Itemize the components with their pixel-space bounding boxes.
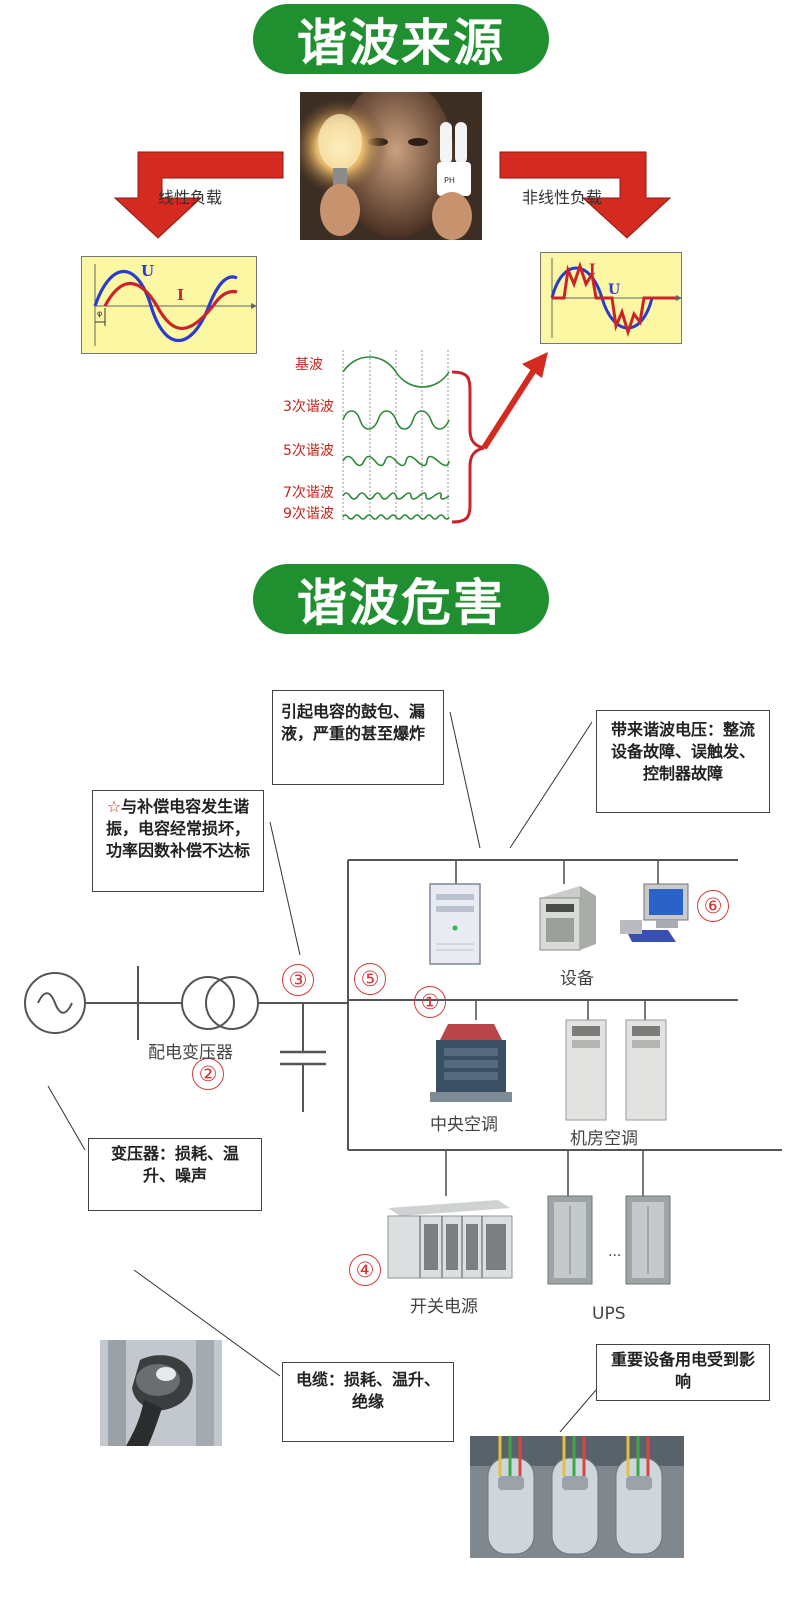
linear-waveform-chart: φ: [93, 264, 257, 346]
title-harmonic-hazards: 谐波危害: [253, 564, 549, 634]
desktop-computer-icon: [620, 883, 689, 942]
room-ac-label: 机房空调: [570, 1129, 638, 1149]
harmonic-label-9th: 9次谐波: [283, 506, 334, 522]
title-harmonic-source: 谐波来源: [253, 4, 549, 74]
equipment-label: 设备: [560, 969, 594, 989]
right-arrow: [499, 151, 672, 239]
star-icon: ☆: [106, 797, 122, 816]
transformer-symbol: [181, 976, 235, 1030]
nonlinear-load-label: 非线性负载: [522, 188, 603, 207]
switch-power-cabinet-icon: [387, 1200, 513, 1279]
ups-cabinet-1-icon: [547, 1195, 593, 1285]
room-ac-unit-1-icon: [565, 1019, 607, 1121]
left-arrow: [113, 151, 284, 239]
central-ac-icon: [430, 1024, 512, 1102]
nonlinear-U-label: U: [608, 282, 621, 298]
transformer-hazard-box: 变压器：损耗、温升、噪声: [88, 1138, 262, 1211]
svg-text:PH: PH: [444, 176, 455, 185]
important-equipment-photo: [470, 1436, 684, 1558]
linear-U-label: U: [141, 262, 155, 280]
nonlinear-waveform-chart: [550, 258, 682, 338]
ups-label: UPS: [592, 1304, 626, 1324]
important-equipment-box: 重要设备用电受到影响: [596, 1344, 770, 1401]
cable-burn-photo: [100, 1340, 222, 1446]
marker-1: ①: [414, 986, 446, 1018]
bulb-photo: PH: [300, 92, 482, 240]
marker-2: ②: [192, 1058, 224, 1090]
marker-6: ⑥: [697, 890, 729, 922]
central-ac-label: 中央空调: [430, 1115, 498, 1135]
marker-3: ③: [282, 964, 314, 996]
ups-ellipsis: ...: [608, 1244, 622, 1260]
harmonic-label-fundamental: 基波: [295, 357, 323, 373]
transformer-label: 配电变压器: [148, 1043, 233, 1063]
voltage-hazard-box: 带来谐波电压：整流设备故障、误触发、控制器故障: [596, 710, 770, 813]
marker-5: ⑤: [354, 963, 386, 995]
ups-cabinet-2-icon: [625, 1195, 671, 1285]
equipment-cabinet-icon: [539, 886, 596, 951]
harmonic-label-5th: 5次谐波: [283, 443, 334, 459]
switch-power-label: 开关电源: [410, 1297, 478, 1317]
harmonic-label-3rd: 3次谐波: [283, 399, 334, 415]
linear-I-label: I: [177, 286, 185, 304]
linear-load-label: 线性负载: [158, 188, 223, 207]
nonlinear-I-label: I: [589, 262, 596, 278]
cable-hazard-box: 电缆：损耗、温升、绝缘: [282, 1362, 454, 1442]
resonance-hazard-text: 与补偿电容发生谐振，电容经常损坏，功率因数补偿不达标: [105, 797, 250, 860]
capacitor-hazard-box: 引起电容的鼓包、漏液，严重的甚至爆炸: [272, 690, 444, 785]
resonance-hazard-box: ☆与补偿电容发生谐振，电容经常损坏，功率因数补偿不达标: [92, 790, 264, 892]
svg-text:φ: φ: [97, 309, 102, 318]
room-ac-unit-2-icon: [625, 1019, 667, 1121]
server-tower-icon: [429, 883, 481, 965]
marker-4: ④: [349, 1254, 381, 1286]
harmonic-label-7th: 7次谐波: [283, 485, 334, 501]
